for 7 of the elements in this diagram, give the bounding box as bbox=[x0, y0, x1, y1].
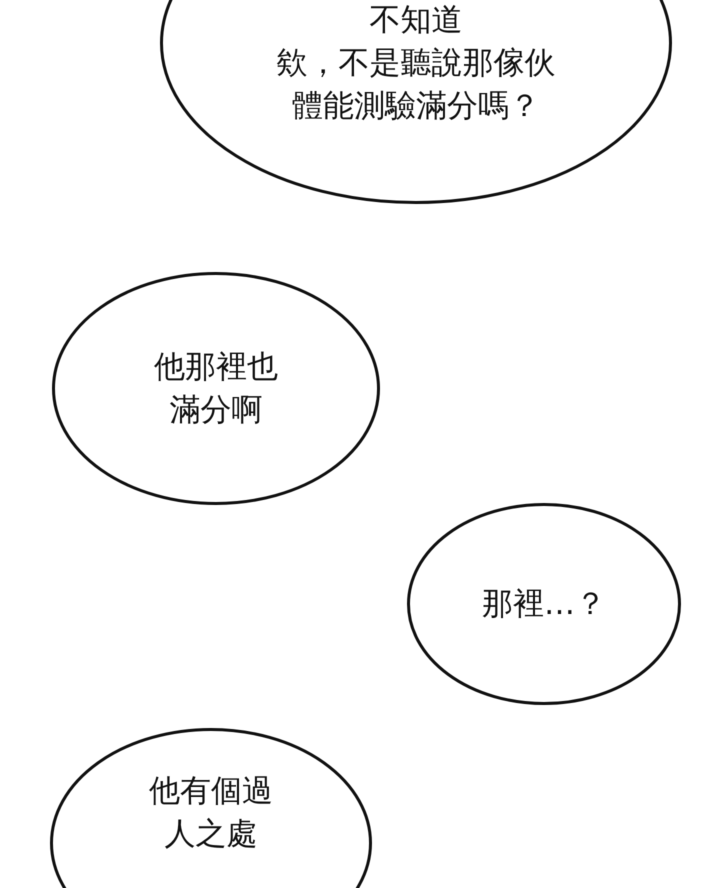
dialogue-text: 欸，不是聽說那傢伙體能測驗滿分嗎？ bbox=[276, 44, 556, 126]
dialogue-text: 他那裡也滿分啊 bbox=[153, 348, 279, 430]
speech-bubble bbox=[407, 503, 681, 705]
speech-bubble bbox=[52, 272, 380, 505]
dialogue-text: 他有個過人之處 bbox=[148, 772, 274, 854]
dialogue-text: 那裡…？ bbox=[481, 584, 607, 624]
dialogue-text: 不知道 bbox=[368, 0, 464, 40]
